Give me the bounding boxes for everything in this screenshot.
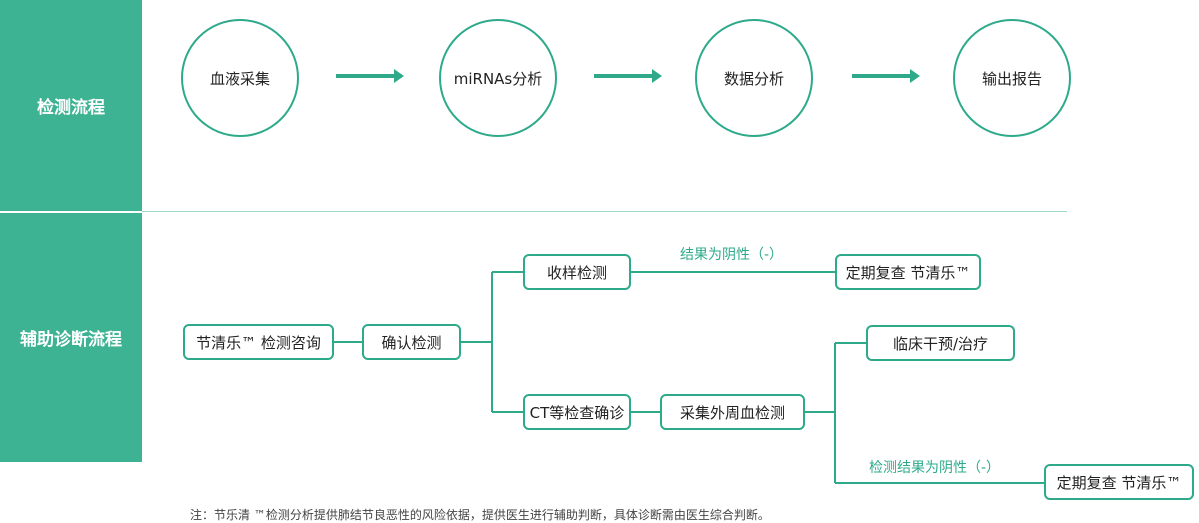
box-label: 收样检测 [546, 263, 607, 282]
box-intervention: 临床干预/治疗 [866, 325, 1015, 361]
detection-flow-label: 检测流程 [37, 98, 105, 118]
section-divider [142, 211, 1067, 212]
box-sample-test: 收样检测 [523, 254, 631, 290]
flow-arrow [852, 69, 920, 83]
step-label: 输出报告 [981, 69, 1042, 88]
step-label: 血液采集 [209, 69, 270, 88]
step-data-analysis: 数据分析 [695, 19, 813, 137]
box-recheck-1: 定期复查 节清乐™ [835, 254, 981, 290]
step-output-report: 输出报告 [953, 19, 1071, 137]
box-label: 确认检测 [381, 333, 442, 352]
footnote: 注：节乐清 ™检测分析提供肺结节良恶性的风险依据，提供医生进行辅助判断，具体诊断… [190, 508, 770, 522]
sidebar-auxiliary-flow: 辅助诊断流程 [0, 213, 142, 462]
edge-label-negative-2: 检测结果为阴性（-） [869, 460, 1001, 476]
box-label: 采集外周血检测 [679, 403, 785, 422]
box-label: 临床干预/治疗 [892, 334, 989, 353]
step-blood-collection: 血液采集 [181, 19, 299, 137]
box-label: 节清乐™ 检测咨询 [196, 333, 321, 352]
step-label: 数据分析 [723, 69, 784, 88]
step-label: miRNAs分析 [453, 69, 543, 88]
box-label: 定期复查 节清乐™ [845, 263, 971, 282]
sidebar-detection-flow: 检测流程 [0, 0, 142, 211]
auxiliary-flow-label: 辅助诊断流程 [20, 330, 122, 350]
box-label: CT等检查确诊 [529, 403, 625, 422]
edge-label-negative-1: 结果为阴性（-） [680, 247, 784, 263]
box-peripheral-blood: 采集外周血检测 [660, 394, 805, 430]
box-ct-confirm: CT等检查确诊 [523, 394, 631, 430]
box-confirm-test: 确认检测 [362, 324, 461, 360]
step-mirna-analysis: miRNAs分析 [439, 19, 557, 137]
flow-arrow [336, 69, 404, 83]
flow-arrow [594, 69, 662, 83]
box-recheck-2: 定期复查 节清乐™ [1044, 464, 1194, 500]
box-consultation: 节清乐™ 检测咨询 [183, 324, 334, 360]
box-label: 定期复查 节清乐™ [1056, 473, 1182, 492]
